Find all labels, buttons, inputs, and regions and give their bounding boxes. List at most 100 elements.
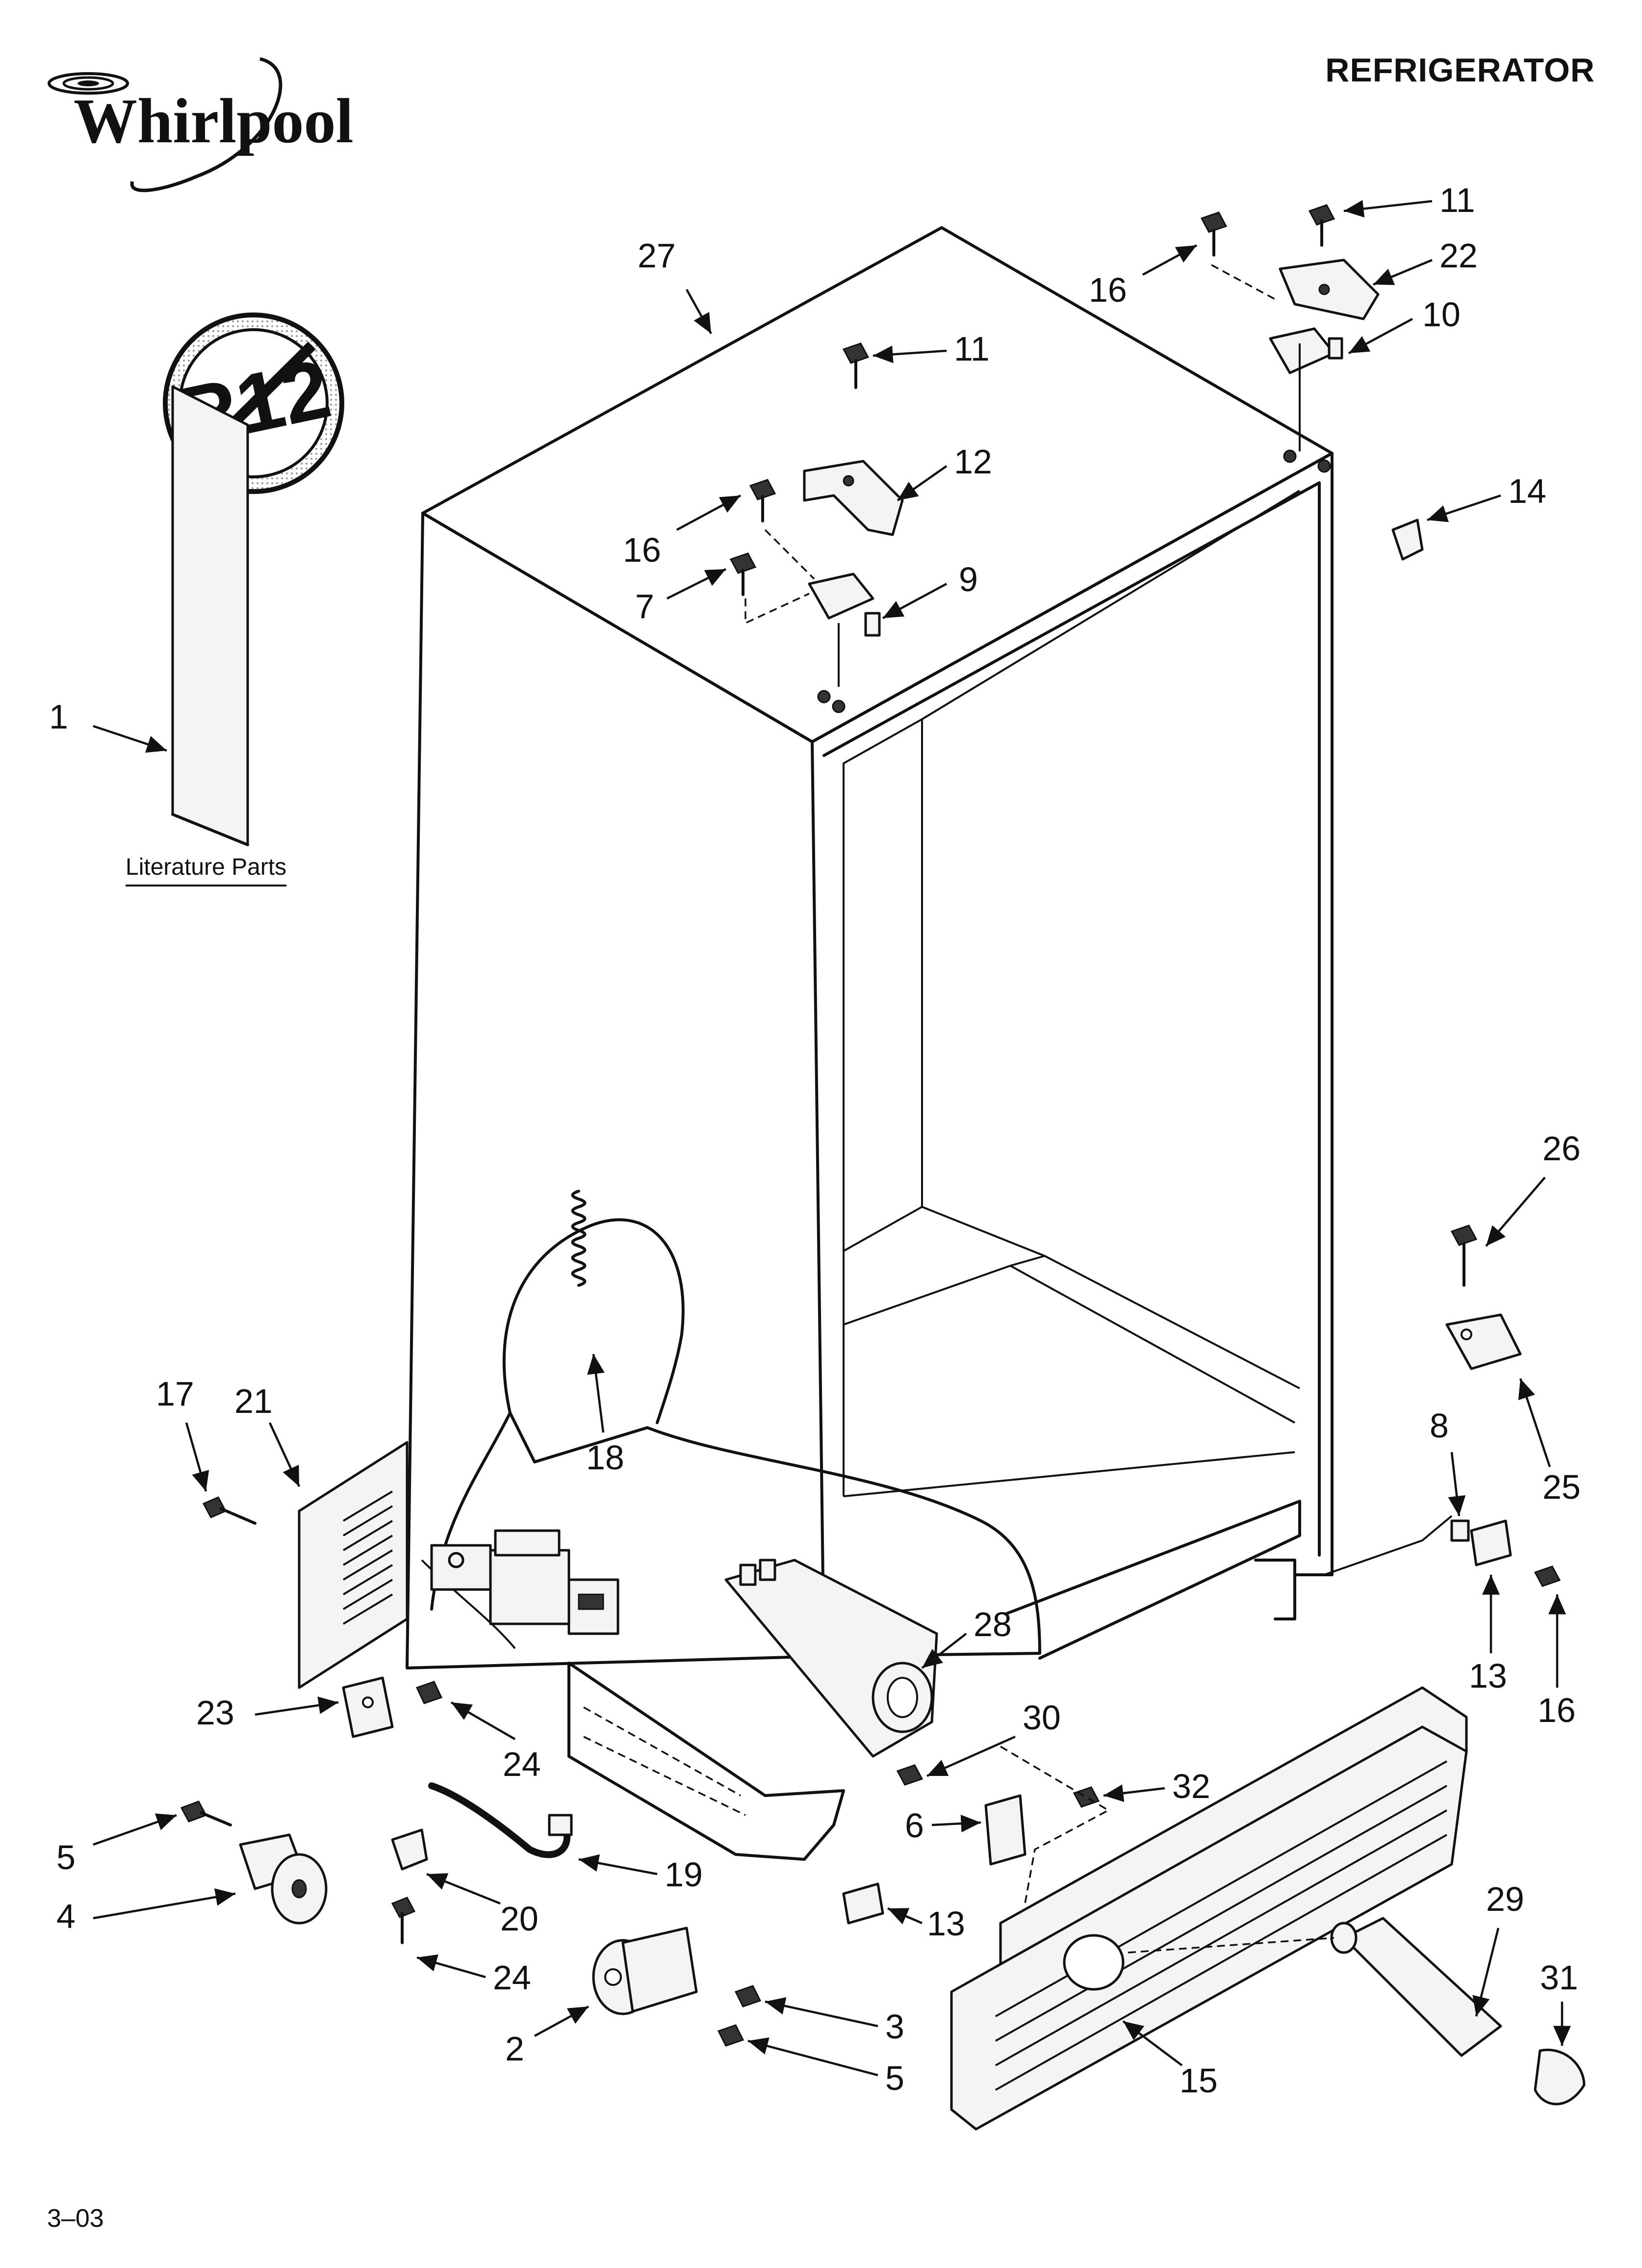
callout-16: 16	[1538, 1594, 1576, 1729]
part-8-spacer	[1450, 1519, 1470, 1542]
callout-17: 17	[156, 1375, 209, 1492]
callout-30: 30	[926, 1698, 1061, 1777]
part-4-caster	[239, 1833, 328, 1925]
callout-14: 14	[1427, 472, 1546, 522]
part-18-spring	[571, 1190, 587, 1287]
svg-text:11: 11	[954, 330, 990, 368]
callout-5: 5	[747, 2037, 904, 2097]
svg-text:11: 11	[1439, 181, 1475, 219]
callout-6: 6	[905, 1806, 981, 1845]
svg-text:15: 15	[1180, 2061, 1218, 2100]
refrigerator-cabinet	[406, 226, 1334, 1861]
callout-7: 7	[635, 568, 727, 626]
part-16-screw-a	[1200, 211, 1228, 257]
svg-text:17: 17	[156, 1375, 194, 1413]
svg-text:9: 9	[959, 560, 978, 599]
svg-text:16: 16	[1538, 1691, 1576, 1729]
part-29-filter	[1128, 1917, 1502, 2057]
svg-text:25: 25	[1542, 1468, 1581, 1506]
svg-text:24: 24	[503, 1745, 541, 1783]
svg-text:18: 18	[586, 1438, 624, 1477]
part-13-block-a	[1470, 1519, 1512, 1566]
part-11-screw-b	[842, 342, 870, 389]
part-20-clip	[391, 1828, 428, 1871]
part-32-screw	[1073, 1786, 1100, 1808]
callout-27: 27	[638, 236, 712, 335]
control-modules	[430, 1529, 619, 1635]
callout-32: 32	[1103, 1767, 1210, 1805]
callout-10: 10	[1348, 295, 1461, 354]
part-19-tube	[428, 1782, 573, 1858]
part-13-block-b	[842, 1882, 884, 1925]
callout-11: 11	[1343, 181, 1475, 219]
svg-text:7: 7	[635, 587, 654, 626]
brand-wordmark: Whirlpool	[74, 86, 354, 156]
part-30-screw	[896, 1764, 924, 1786]
svg-text:28: 28	[974, 1605, 1012, 1643]
svg-text:30: 30	[1023, 1698, 1061, 1737]
part-23-bracket	[342, 1676, 394, 1738]
callout-16: 16	[1089, 244, 1198, 309]
svg-text:26: 26	[1542, 1129, 1581, 1168]
svg-text:14: 14	[1508, 472, 1546, 510]
part-5-screw-a	[180, 1800, 232, 1826]
callout-26: 26	[1485, 1129, 1581, 1247]
callout-16: 16	[623, 495, 742, 569]
callout-8: 8	[1430, 1407, 1466, 1516]
callout-19: 19	[578, 1854, 703, 1894]
svg-text:24: 24	[493, 1958, 531, 1997]
svg-text:22: 22	[1439, 236, 1478, 275]
svg-text:16: 16	[623, 531, 661, 569]
callout-13: 13	[1469, 1575, 1507, 1695]
part-6-bracket	[984, 1794, 1026, 1866]
svg-text:29: 29	[1486, 1880, 1524, 1918]
svg-text:27: 27	[638, 236, 676, 275]
part-16-screw-c	[1534, 1565, 1561, 1587]
part-5-screw-b	[717, 2024, 744, 2047]
callout-2: 2	[505, 2006, 590, 2068]
svg-text:21: 21	[234, 1382, 273, 1420]
part-12-hinge-cover	[803, 460, 904, 536]
callout-4: 4	[56, 1888, 236, 1935]
svg-text:19: 19	[665, 1855, 703, 1894]
callout-23: 23	[196, 1694, 339, 1732]
part-2-hinge	[592, 1927, 698, 2015]
callout-21: 21	[234, 1382, 301, 1487]
callout-15: 15	[1122, 2020, 1218, 2100]
callout-1: 1	[49, 698, 167, 753]
part-14-plug	[1391, 519, 1424, 561]
callout-24: 24	[416, 1954, 531, 1997]
callout-28: 28	[921, 1605, 1012, 1669]
svg-text:1: 1	[49, 698, 68, 736]
part-24-screw-b	[391, 1897, 416, 1944]
callout-18: 18	[586, 1354, 624, 1477]
callout-3: 3	[765, 1997, 904, 2046]
callout-24: 24	[450, 1701, 541, 1783]
part-26-screw	[1450, 1225, 1478, 1287]
svg-text:8: 8	[1430, 1407, 1449, 1445]
part-7-screw	[729, 552, 757, 596]
callout-25: 25	[1518, 1378, 1581, 1506]
callout-20: 20	[426, 1873, 539, 1938]
svg-text:31: 31	[1540, 1958, 1578, 1997]
part-21-grille	[298, 1441, 409, 1689]
callout-11: 11	[872, 330, 990, 368]
svg-text:4: 4	[56, 1897, 76, 1935]
part-15-toe-grille	[950, 1686, 1468, 2131]
svg-text:16: 16	[1089, 271, 1127, 309]
part-17-screw	[202, 1496, 257, 1525]
part-28-valve	[724, 1559, 938, 1758]
callout-22: 22	[1373, 236, 1478, 286]
page-title: REFRIGERATOR	[1325, 52, 1595, 89]
literature-booklet	[171, 385, 249, 846]
svg-text:2: 2	[505, 2030, 524, 2068]
part-24-screw-a	[415, 1681, 443, 1704]
callout-5: 5	[56, 1813, 177, 1877]
part-22-hinge-cover	[1279, 259, 1380, 320]
svg-text:12: 12	[954, 443, 992, 481]
part-16-screw-b	[749, 479, 776, 522]
part-9-hinge	[808, 573, 881, 637]
part-10-hinge	[1269, 327, 1343, 374]
